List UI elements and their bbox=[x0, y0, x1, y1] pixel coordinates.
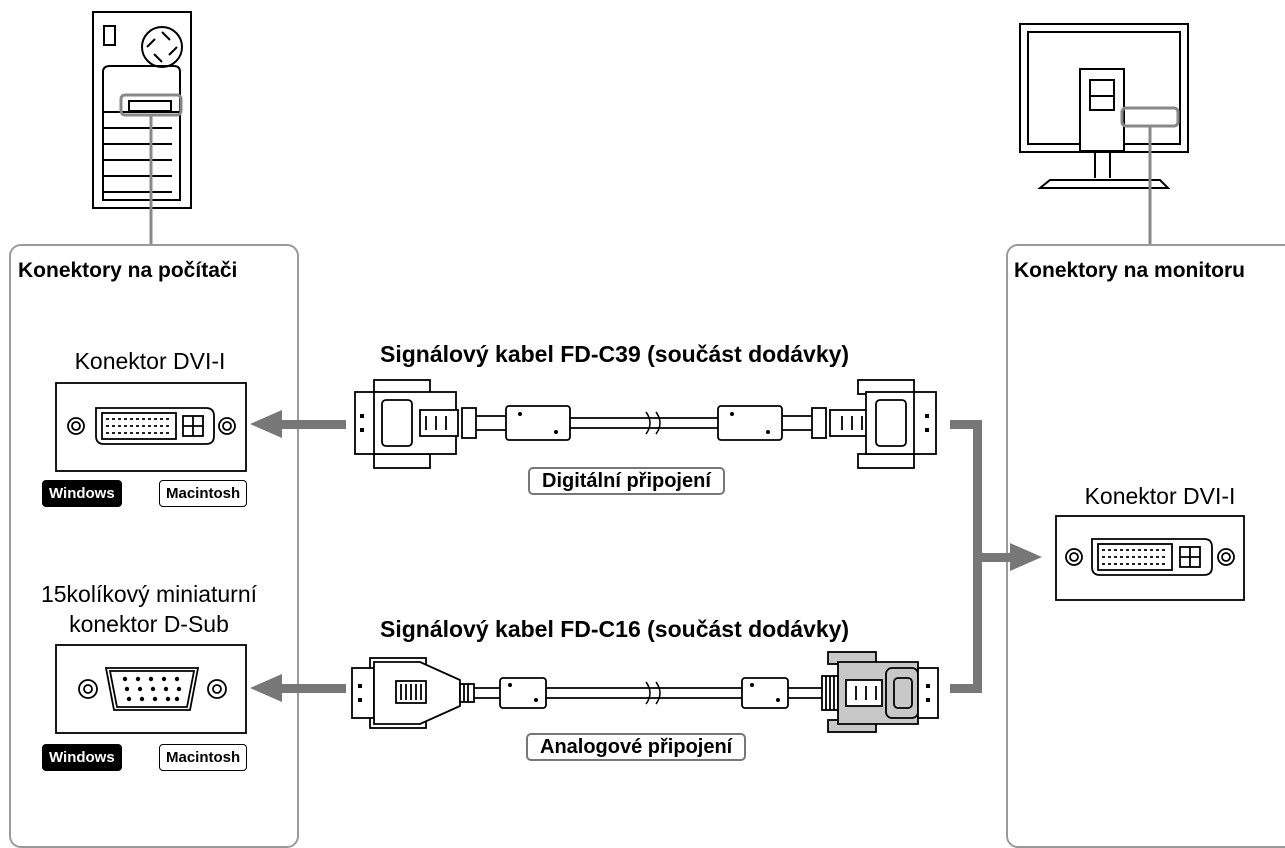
computer-panel-title: Konektory na počítači bbox=[18, 259, 238, 282]
computer-dvi-label: Konektor DVI-I bbox=[74, 348, 226, 374]
dvi-cable-illustration bbox=[354, 379, 937, 469]
monitor-dvi-connector-icon bbox=[1055, 515, 1245, 601]
computer-dsub-label-line1: 15kolíkový miniaturní bbox=[40, 581, 258, 607]
computer-dvi-macintosh-badge: Macintosh bbox=[159, 480, 248, 507]
computer-dvi-connector-icon bbox=[55, 382, 247, 472]
cable-fd-c16-title: Signálový kabel FD-C16 (součást dodávky) bbox=[380, 616, 850, 642]
computer-dsub-macintosh-badge: Macintosh bbox=[159, 744, 248, 771]
dsub-cable-illustration bbox=[351, 651, 939, 733]
connection-arrows bbox=[250, 410, 1042, 702]
computer-tower-illustration bbox=[92, 11, 1189, 245]
cable-fd-c39-title: Signálový kabel FD-C39 (součást dodávky) bbox=[380, 341, 850, 367]
monitor-dvi-label: Konektor DVI-I bbox=[1084, 483, 1236, 509]
analog-connection-label: Analogové připojení bbox=[526, 733, 747, 761]
monitor-panel-title: Konektory na monitoru bbox=[1014, 259, 1246, 282]
computer-dsub-connector-icon bbox=[55, 644, 247, 734]
computer-dsub-windows-badge: Windows bbox=[42, 744, 122, 771]
digital-connection-label: Digitální připojení bbox=[528, 467, 725, 495]
computer-dvi-windows-badge: Windows bbox=[42, 480, 122, 507]
computer-dsub-label-line2: konektor D-Sub bbox=[69, 611, 229, 637]
